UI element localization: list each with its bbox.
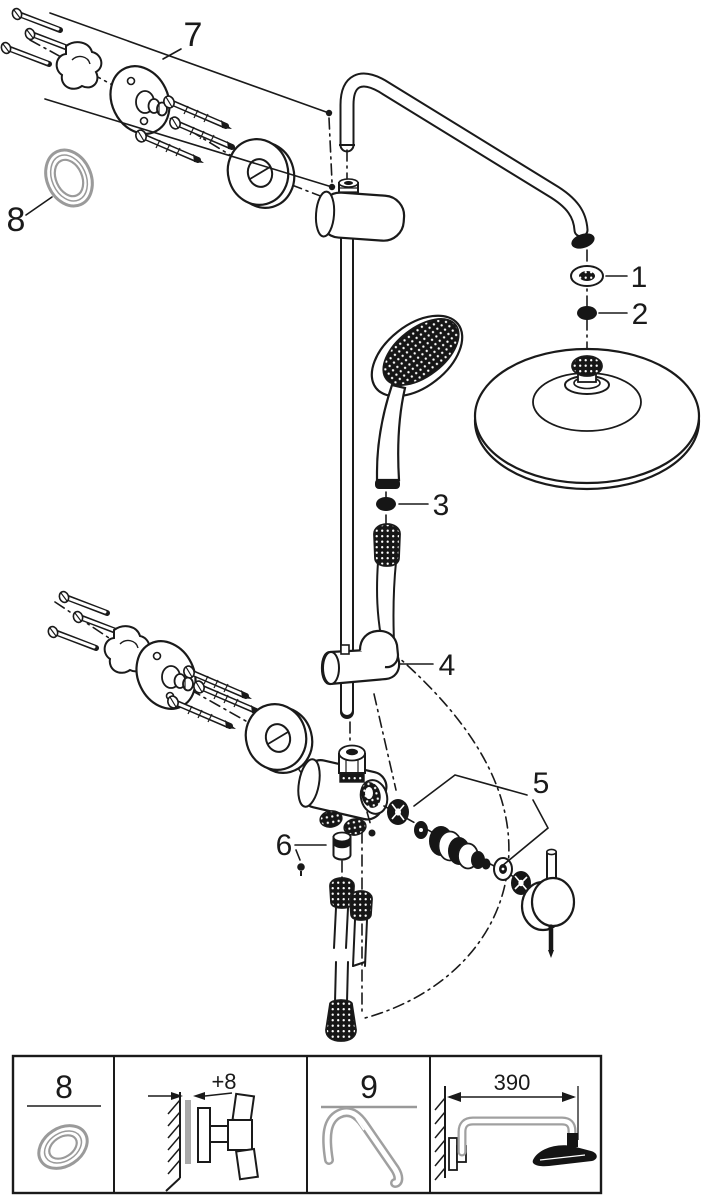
footer-panel-spacer-ring: 8	[27, 1069, 101, 1170]
callout-7: 7	[44, 12, 336, 191]
screw-icon	[58, 590, 107, 613]
connection-hoses	[325, 831, 373, 1042]
arm-outlet-nut-icon	[571, 233, 595, 249]
long-screw-icon	[168, 116, 238, 150]
footer-label-8: 8	[55, 1069, 73, 1105]
footer-panel-wall-offset: +8	[148, 1069, 260, 1192]
hose-nut-icon	[325, 999, 357, 1042]
long-screw-icon	[134, 129, 204, 163]
screw-icon	[47, 625, 96, 648]
screw-icon	[0, 41, 49, 64]
part-label-2: 2	[632, 298, 649, 331]
screw-icon	[11, 7, 60, 30]
part-label-3: 3	[433, 489, 450, 522]
footer-label-390: 390	[494, 1070, 531, 1095]
footer-panel-projection: 390	[434, 1070, 597, 1181]
footer-panel-shower-arm: 9	[321, 1069, 417, 1188]
gear-disc-icon	[511, 871, 531, 895]
diverter-handle	[520, 848, 576, 958]
footer-label-9: 9	[360, 1069, 378, 1105]
o-ring-icon	[577, 306, 597, 320]
slider-holder: 4	[320, 629, 456, 791]
hand-shower: 3	[364, 314, 510, 1019]
wall-hatch-icon	[434, 1097, 446, 1181]
shower-rail-and-arm	[314, 72, 595, 719]
part-label-8: 8	[7, 201, 26, 239]
ball-joint-nut-icon	[571, 355, 603, 377]
lower-wall-mount-assembly	[47, 590, 321, 783]
head-shower-profile-icon	[532, 1145, 597, 1167]
hand-shower-handle	[375, 383, 407, 482]
diverter-cartridge-set: 5	[383, 767, 576, 958]
wall-hatch-icon	[165, 1099, 181, 1192]
footer-label-plus8: +8	[211, 1069, 236, 1094]
gear-disc-icon	[387, 799, 409, 825]
hand-shower-spray-face	[382, 318, 460, 386]
o-ring-icon	[376, 497, 396, 511]
spacer-plate-icon	[185, 1100, 191, 1164]
part-label-1: 1	[631, 261, 648, 294]
hose-nut-icon	[373, 523, 401, 567]
part-label-7: 7	[184, 16, 203, 54]
part-label-4: 4	[439, 649, 456, 682]
part-label-5: 5	[533, 767, 550, 800]
cartridge-icon	[429, 826, 491, 870]
spacer-ring-part-8: 8	[7, 148, 94, 239]
part-label-6: 6	[276, 829, 293, 862]
holder-hook	[358, 629, 400, 669]
head-connector-icon	[567, 1133, 578, 1147]
seal-ring-icon	[493, 857, 513, 881]
rail-top-tee	[314, 190, 406, 242]
upper-wall-mount-assembly	[0, 7, 337, 216]
head-shower	[473, 347, 701, 491]
hose-nut-icon	[349, 890, 373, 921]
diverter-bonnet	[338, 744, 366, 783]
diverter-body	[297, 744, 389, 837]
check-valve-part-6: 6	[276, 829, 352, 876]
callout-1-2-seals: 1 2	[570, 249, 649, 363]
footer-strip: 8	[11, 1054, 603, 1195]
